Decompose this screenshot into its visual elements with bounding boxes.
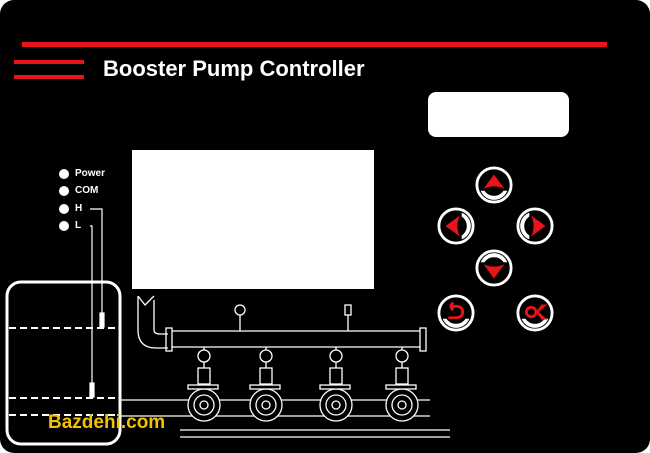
low-level-led: [59, 221, 69, 231]
left-red-stripe-2: [14, 75, 84, 79]
up-button[interactable]: [475, 166, 513, 204]
back-icon: [448, 301, 465, 320]
segment-display: [428, 92, 569, 137]
water-tank-icon: [5, 280, 122, 446]
down-button[interactable]: [475, 249, 513, 287]
arrow-down-icon: [483, 264, 505, 279]
com-led: [59, 186, 69, 196]
level-sensor-wires: [89, 208, 105, 398]
back-button[interactable]: [437, 294, 475, 332]
top-red-stripe: [22, 42, 607, 47]
pump-icon-4: [385, 347, 419, 422]
pumps: [187, 347, 419, 422]
arrow-up-icon: [483, 174, 505, 189]
high-level-led-label: H: [75, 203, 83, 214]
power-led: [59, 169, 69, 179]
low-level-led-label: L: [75, 220, 82, 231]
right-button[interactable]: [516, 207, 554, 245]
pump-icon-3: [319, 347, 353, 422]
com-led-label: COM: [75, 185, 99, 196]
left-red-stripe-1: [14, 60, 84, 64]
ok-button[interactable]: [516, 294, 554, 332]
left-button[interactable]: [437, 207, 475, 245]
pump-icon-1: [187, 347, 221, 422]
watermark: Bazdehi.com: [48, 412, 166, 433]
arrow-left-icon: [445, 215, 460, 237]
pump-icon-2: [249, 347, 283, 422]
page-title: Booster Pump Controller: [103, 56, 365, 81]
arrow-right-icon: [531, 215, 546, 237]
high-level-led: [59, 204, 69, 214]
power-led-label: Power: [75, 168, 106, 179]
lcd-display: [132, 150, 374, 289]
